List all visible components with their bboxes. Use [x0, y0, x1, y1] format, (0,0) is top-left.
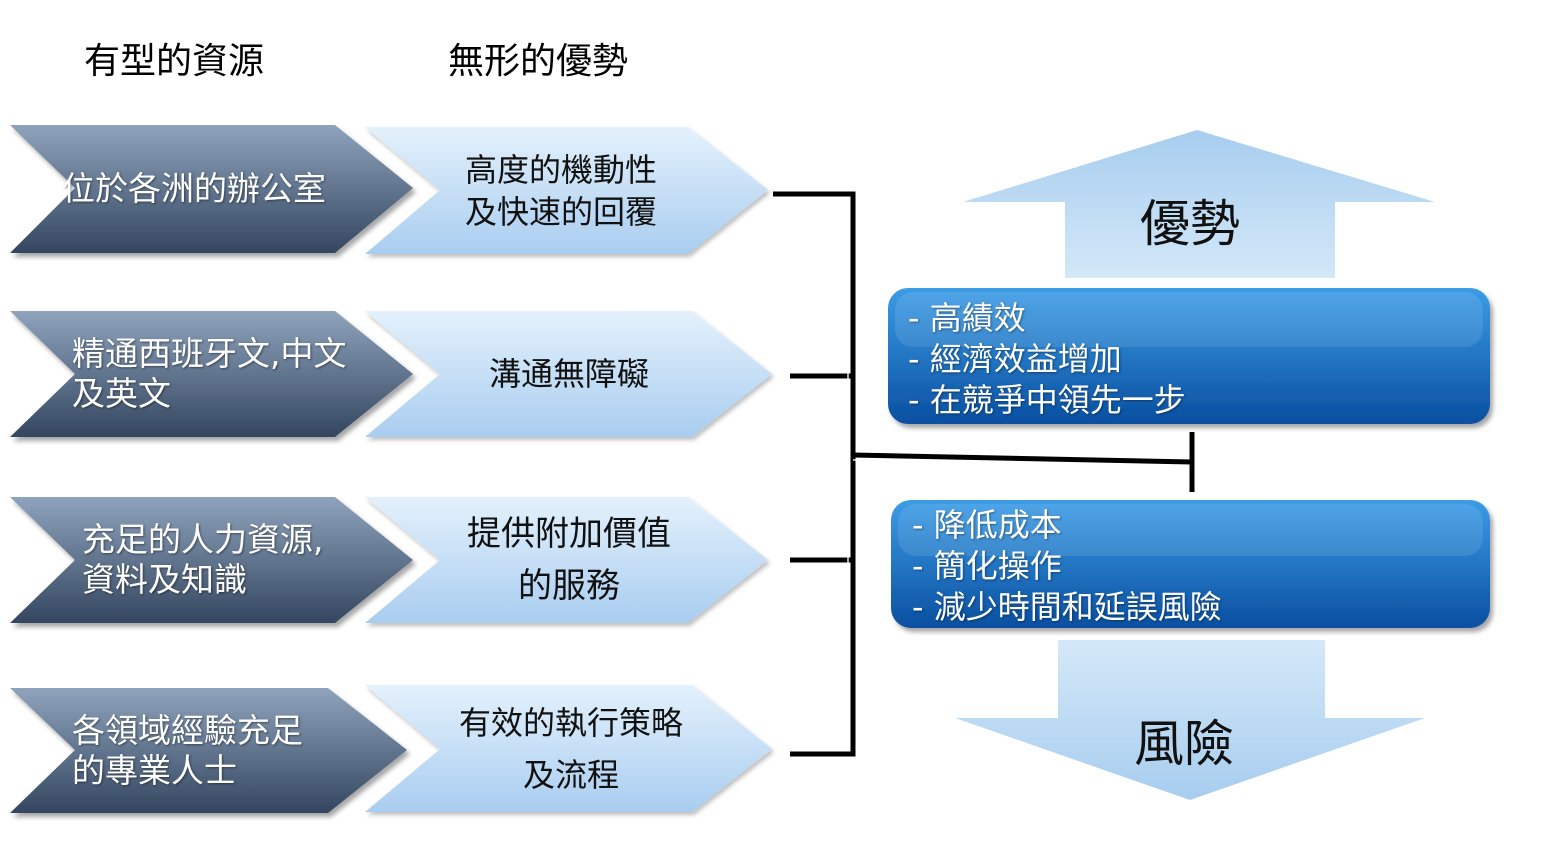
tangible-item-4-line-2: 的專業人士: [72, 750, 237, 790]
tangible-chevron-4: [10, 688, 407, 813]
intangible-item-4-line-1: 有效的執行策略: [458, 703, 683, 742]
advantage-list: - 高績效 - 經濟效益增加 - 在競爭中領先一步: [908, 298, 1468, 420]
intangible-item-4-line-2: 及流程: [522, 755, 619, 794]
intangible-item-3: 提供附加價值 的服務: [438, 497, 700, 623]
risk-item-1: - 降低成本: [912, 505, 1062, 544]
tangible-item-3-line-2: 資料及知識: [82, 560, 247, 599]
risk-item-2: - 簡化操作: [912, 546, 1062, 585]
intangible-item-2: 溝通無障礙: [438, 311, 700, 437]
tangible-item-2-line-2: 及英文: [72, 374, 171, 413]
risk-box: [891, 500, 1490, 628]
intangible-chevron-1: [365, 127, 768, 254]
intangible-item-2-line-1: 溝通無障礙: [488, 355, 649, 393]
intangible-advantages-header: 無形的優勢: [448, 41, 629, 82]
tangible-item-3-line-1: 充足的人力資源,: [82, 520, 324, 559]
intangible-item-1-line-1: 高度的機動性: [464, 150, 657, 189]
intangible-item-3-line-2: 的服務: [518, 566, 620, 606]
tangible-resources-header: 有型的資源: [84, 41, 265, 82]
advantage-item-1: - 高績效: [908, 298, 1026, 337]
tangible-chevron-2: [10, 311, 413, 437]
intangible-chevron-3: [365, 497, 768, 623]
advantage-box: [888, 288, 1490, 424]
advantage-item-3: - 在競爭中領先一步: [908, 380, 1186, 419]
tangible-item-3: 充足的人力資源, 資料及知識: [82, 497, 392, 623]
risk-label: 風險: [1134, 715, 1234, 773]
intangible-item-1: 高度的機動性 及快速的回覆: [430, 127, 692, 254]
tangible-item-2-line-1: 精通西班牙文,中文: [72, 334, 347, 373]
tangible-chevron-3: [10, 497, 413, 623]
risk-list: - 降低成本 - 簡化操作 - 減少時間和延誤風險: [912, 505, 1472, 627]
intangible-chevron-2: [365, 311, 772, 437]
tangible-item-4-line-1: 各領域經驗充足: [72, 710, 303, 750]
intangible-item-1-line-2: 及快速的回覆: [464, 192, 657, 231]
connector-lines: [773, 191, 1195, 757]
tangible-item-1: 位於各洲的辦公室: [62, 125, 392, 253]
tangible-item-4: 各領域經驗充足 的專業人士: [72, 688, 392, 813]
tangible-chevron-1: [10, 125, 413, 253]
risk-down-arrow: [955, 640, 1425, 800]
intangible-item-4: 有效的執行策略 及流程: [440, 685, 702, 812]
advantage-up-arrow: [963, 130, 1435, 278]
intangible-chevron-4: [365, 685, 772, 812]
risk-item-3: - 減少時間和延誤風險: [912, 587, 1222, 626]
tangible-item-1-line-1: 位於各洲的辦公室: [62, 169, 326, 208]
advantage-label: 優勢: [1140, 195, 1240, 253]
advantage-item-2: - 經濟效益增加: [908, 339, 1122, 378]
intangible-item-3-line-1: 提供附加價值: [467, 514, 671, 554]
tangible-item-2: 精通西班牙文,中文 及英文: [72, 311, 392, 437]
